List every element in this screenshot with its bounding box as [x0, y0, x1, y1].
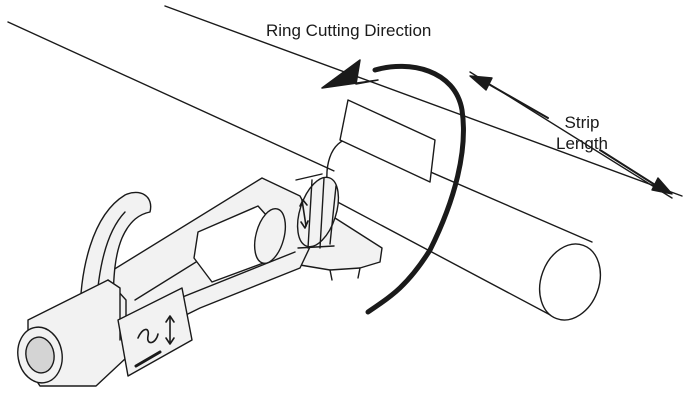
arrow-down-icon	[165, 337, 175, 345]
strip-length-label: Strip Length	[545, 112, 619, 154]
tool-window	[193, 205, 287, 283]
conductor-cylinder	[320, 137, 602, 321]
head-arrow-up-icon	[299, 199, 308, 207]
cutter-head-knob	[295, 173, 340, 249]
arrow-up-icon	[165, 315, 175, 323]
ring-cutting-direction-label: Ring Cutting Direction	[266, 21, 432, 40]
blade-direction-icon	[134, 350, 162, 368]
stripping-tool	[17, 173, 383, 387]
head-double-arrow-icon	[301, 199, 307, 227]
wave-symbol-icon	[137, 328, 159, 344]
strip-length-arrow-icon	[469, 71, 673, 199]
rotation-arrow-icon	[321, 59, 466, 315]
tool-symbol-icons	[134, 199, 309, 368]
strip-label-line1: Strip	[564, 113, 600, 132]
cable-outline-lines	[7, 5, 683, 197]
strip-label-line2: Length	[556, 134, 608, 153]
tool-label-plate	[117, 287, 193, 377]
tool-front-clamp	[17, 279, 127, 387]
head-arrow-down-icon	[300, 220, 309, 229]
ring-cut-marker	[339, 99, 436, 183]
